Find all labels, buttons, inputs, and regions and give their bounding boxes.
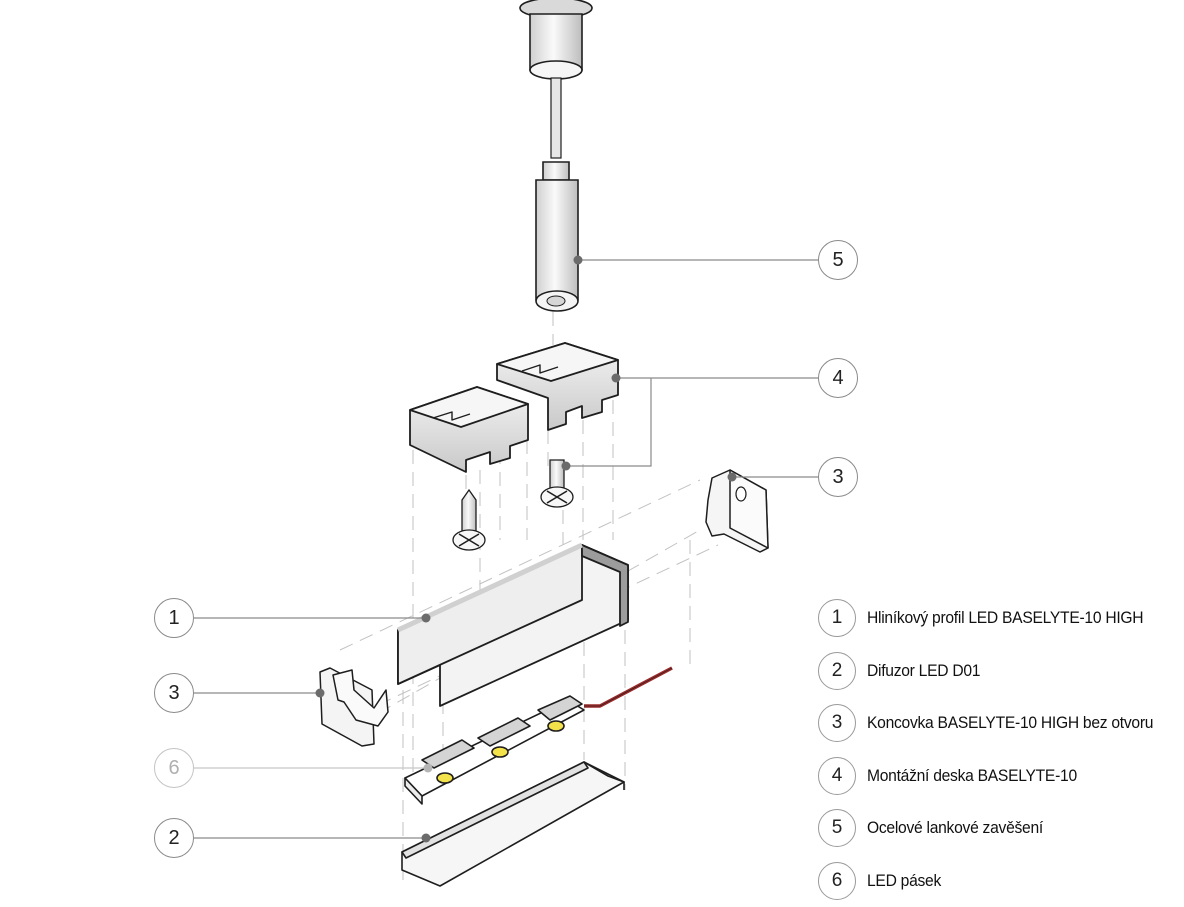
- callout-number: 4: [832, 367, 843, 390]
- callout-4: 4: [818, 358, 858, 398]
- legend-number-badge: 4: [818, 757, 856, 795]
- legend-label: Ocelové lankové zavěšení: [867, 818, 1043, 838]
- legend-number-badge: 2: [818, 652, 856, 690]
- part-end-cap-left: [320, 668, 388, 746]
- callout-number: 6: [168, 757, 179, 780]
- callout-number: 3: [832, 466, 843, 489]
- callout-3-left: 3: [154, 673, 194, 713]
- legend-item: 6 LED pásek: [818, 855, 1178, 907]
- callout-2: 2: [154, 818, 194, 858]
- callout-5: 5: [818, 240, 858, 280]
- legend-label: LED pásek: [867, 871, 941, 891]
- callout-1: 1: [154, 598, 194, 638]
- legend-label: Koncovka BASELYTE-10 HIGH bez otvoru: [867, 713, 1153, 733]
- part-aluminium-profile: [398, 545, 628, 706]
- legend-label: Hliníkový profil LED BASELYTE-10 HIGH: [867, 608, 1143, 628]
- legend-number-badge: 5: [818, 809, 856, 847]
- legend-number-badge: 6: [818, 862, 856, 900]
- callout-3-right: 3: [818, 457, 858, 497]
- part-mounting-plates: [410, 343, 618, 472]
- legend-item: 1 Hliníkový profil LED BASELYTE-10 HIGH: [818, 592, 1178, 645]
- callout-number: 5: [832, 249, 843, 272]
- part-screws: [453, 460, 573, 550]
- callout-6: 6: [154, 748, 194, 788]
- leader-dots: [316, 256, 737, 843]
- parts-legend: 1 Hliníkový profil LED BASELYTE-10 HIGH …: [818, 592, 1178, 907]
- callout-number: 1: [168, 607, 179, 630]
- legend-number-badge: 3: [818, 704, 856, 742]
- legend-label: Difuzor LED D01: [867, 661, 980, 681]
- legend-number-badge: 1: [818, 599, 856, 637]
- legend-label: Montážní deska BASELYTE-10: [867, 766, 1077, 786]
- callout-number: 2: [168, 827, 179, 850]
- legend-item: 3 Koncovka BASELYTE-10 HIGH bez otvoru: [818, 697, 1178, 750]
- legend-item: 4 Montážní deska BASELYTE-10: [818, 750, 1178, 803]
- part-end-cap-right: [706, 470, 768, 552]
- callout-number: 3: [168, 682, 179, 705]
- legend-item: 5 Ocelové lankové zavěšení: [818, 802, 1178, 855]
- legend-item: 2 Difuzor LED D01: [818, 645, 1178, 698]
- part-cable-suspension: [520, 0, 592, 311]
